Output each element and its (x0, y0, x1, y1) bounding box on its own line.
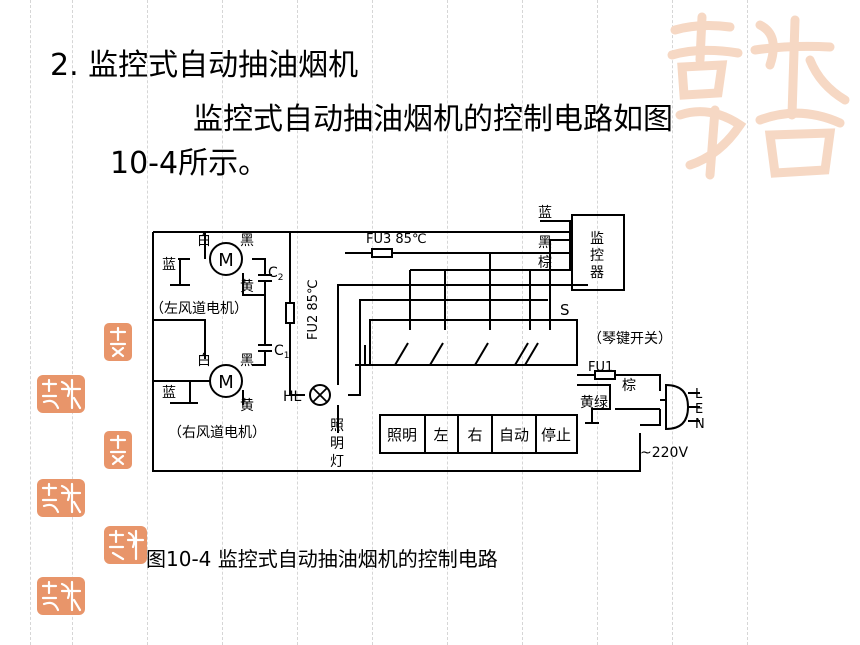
motor-right-icon: M (209, 364, 243, 398)
wire-label: 白 (197, 353, 211, 369)
grid-line (147, 0, 148, 645)
right-duct-motor-label: （右风道电机） (168, 425, 266, 441)
wire-label: 黄 (240, 397, 254, 414)
left-duct-motor-label: （左风道电机） (150, 301, 248, 317)
wire-label: 黄绿 (580, 394, 608, 411)
grid-line (522, 0, 523, 645)
grid-line (372, 0, 373, 645)
plug-n-label: N (695, 417, 705, 432)
motor-left-label: M (218, 250, 234, 271)
lamp-icon (309, 384, 331, 406)
seal-stamp-icon (37, 577, 85, 615)
motor-right-label: M (218, 372, 234, 393)
grid-line (747, 0, 748, 645)
button-auto-label: 自动 (499, 426, 529, 444)
wire-label: 黑 (240, 233, 254, 249)
grid-line (72, 0, 73, 645)
motor-left-icon: M (209, 242, 243, 276)
wire-label: 黑 (538, 235, 552, 251)
seal-stamp-icon (37, 375, 85, 413)
capacitor-c1-label: C1 (274, 343, 290, 361)
monitor-text: 器 (590, 265, 604, 281)
figure-caption: 图10-4 监控式自动抽油烟机的控制电路 (146, 547, 498, 571)
wire-label: 黑 (240, 353, 254, 369)
wire-label: 白 (197, 233, 211, 249)
body-text-line-2: 10-4所示。 (110, 146, 269, 181)
fuse-fu1-label: FU1 (588, 360, 613, 375)
key-switch-label: （琴键开关） (588, 331, 672, 347)
lamp-hl-label: HL (283, 389, 302, 405)
grid-line (597, 0, 598, 645)
fuse-fu3-label: FU3 85℃ (366, 232, 427, 247)
plug-e-label: E (695, 402, 703, 417)
lamp-text: 照 (330, 418, 344, 434)
watermark-strokes (667, 12, 850, 180)
seal-stamp-icon (104, 431, 132, 469)
button-right-label: 右 (467, 426, 482, 444)
auspicious-watermark-icon (667, 12, 850, 180)
fuse-fu2-label: FU2 85℃ (306, 279, 321, 340)
wire-label: 蓝 (538, 205, 552, 221)
range-hood-circuit-diagram: M M 白 黑 蓝 黄 白 黑 蓝 黄 蓝 黑 棕 棕 黄绿 FU3 85℃ F… (150, 205, 705, 472)
plug-l-label: L (695, 387, 703, 402)
wire-label: 棕 (538, 255, 552, 271)
wire-label: 黄 (240, 278, 254, 295)
seal-stamp-icon (104, 323, 132, 361)
button-stop-label: 停止 (541, 426, 571, 444)
button-left-label: 左 (433, 426, 448, 444)
lamp-text: 灯 (330, 454, 344, 470)
switch-s-label: S (560, 301, 570, 319)
grid-line (30, 0, 31, 645)
monitor-text: 控 (590, 248, 604, 264)
grid-line (222, 0, 223, 645)
button-lighting-label: 照明 (387, 426, 417, 444)
seal-stamp-icon (37, 479, 85, 517)
grid-line (447, 0, 448, 645)
grid-line (297, 0, 298, 645)
voltage-label: ~220V (640, 445, 688, 461)
grid-line (672, 0, 673, 645)
lamp-text: 明 (330, 436, 344, 452)
wire-label: 棕 (622, 378, 636, 394)
slide-heading: 2. 监控式自动抽油烟机 (50, 48, 359, 83)
seal-stamp-icon (104, 526, 147, 564)
capacitor-c2-label: C2 (268, 265, 284, 283)
wire-label: 蓝 (162, 385, 176, 401)
body-text-line-1: 监控式自动抽油烟机的控制电路如图 (193, 102, 673, 137)
monitor-text: 监 (590, 231, 604, 247)
wire-label: 蓝 (162, 257, 176, 273)
